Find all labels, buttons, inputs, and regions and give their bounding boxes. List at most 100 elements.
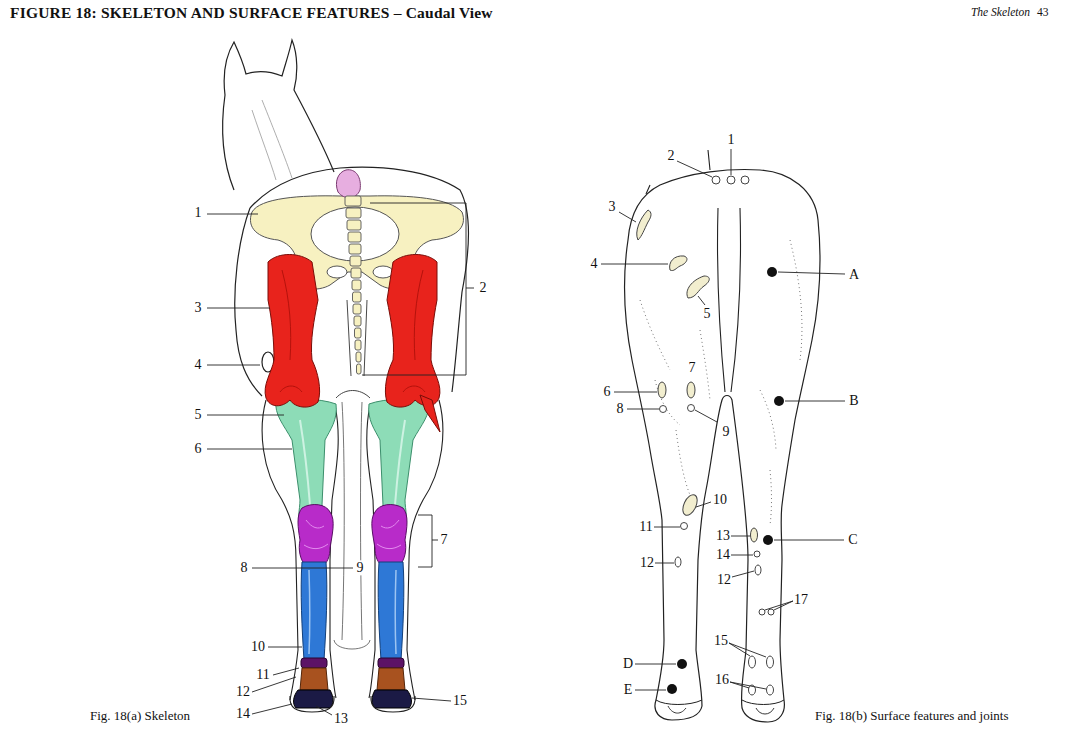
drawing-part [640,300,670,370]
callout-number: 12 [716,572,732,587]
left-hind-leg [262,255,338,713]
drawing-part [316,706,332,715]
page-number: 43 [1037,6,1049,19]
drawing-part [717,208,740,392]
drawing-part [207,415,284,416]
callout-letter: C [847,532,858,547]
drawing-part [760,390,776,450]
callout-number: 14 [235,706,251,721]
drawing-part [353,304,361,314]
drawing-part [687,382,695,398]
callout-number: 16 [714,672,730,687]
callout-number: 5 [703,306,712,321]
drawing-part [790,240,802,360]
callout-number: 9 [722,424,731,439]
drawing-part [356,352,361,362]
right-hind-leg [367,255,443,713]
drawing-part [336,170,360,198]
callout-number: 9 [356,560,365,575]
drawing-part [355,328,362,338]
drawing-part [712,176,720,184]
figure-title: FIGURE 18: SKELETON AND SURFACE FEATURES… [10,4,493,21]
drawing-part [207,365,260,366]
drawing-part [357,364,362,374]
tail-vertebrae [345,196,367,376]
callout-number: 1 [194,205,203,220]
callout-number: 6 [194,441,203,456]
drawing-part [675,557,681,567]
drawing-part [619,212,636,222]
callout-number: 13 [333,711,349,726]
drawing-part [345,196,361,206]
drawing-part [676,430,690,495]
callout-number: 14 [715,547,731,562]
callout-number: 3 [194,300,203,315]
callout-number: 17 [793,592,809,607]
callout-number: 6 [603,384,612,399]
drawing-part [627,409,659,410]
drawing-part [677,659,687,669]
running-head: The Skeleton [971,6,1030,19]
drawing-part [635,690,666,691]
drawing-part [347,220,361,230]
drawing-part [654,527,680,528]
callout-number: 8 [240,560,249,575]
callout-number: 11 [638,519,653,534]
drawing-part [362,203,474,375]
callout-number: 5 [194,407,203,422]
drawing-part [687,276,709,298]
drawing-part [625,170,820,722]
drawing-part [207,449,292,450]
drawing-part [336,391,370,399]
drawing-part [252,100,292,180]
callout-number: 8 [616,401,625,416]
callout-number: 10 [712,492,728,507]
drawing-part [696,502,711,507]
figure-caption: Fig. 18(a) Skeleton [90,709,190,723]
callout-letter: A [848,267,860,282]
drawing-part [763,535,773,545]
drawing-part [688,405,695,412]
drawing-part [774,396,784,406]
leader-lines-a [207,203,474,715]
callout-number: 13 [715,528,731,543]
rump-outline [625,150,820,722]
drawing-part [660,406,667,413]
drawing-part [667,684,677,694]
drawing-part [731,536,750,537]
drawing-part [698,296,705,305]
drawing-part [668,706,774,714]
drawing-part [334,640,370,649]
drawing-part [352,280,361,290]
drawing-part [658,382,666,398]
drawing-part [700,330,710,400]
drawing-part [355,340,361,350]
callout-number: 3 [608,199,617,214]
drawing-part [656,700,784,705]
drawing-part [235,208,262,396]
figure-caption: Fig. 18(b) Surface features and joints [815,709,1009,723]
drawing-part [680,492,700,517]
callout-number: 4 [194,357,203,372]
callout-number: 1 [727,132,736,147]
drawing-part [601,264,668,265]
drawing-part [252,568,353,569]
callout-number: 15 [713,633,729,648]
drawing-part [207,308,270,309]
drawing-part [311,207,399,261]
callout-number: 15 [452,693,468,708]
drawing-part [765,601,793,610]
callout-letter: B [848,393,859,408]
drawing-part [727,176,735,184]
drawing-part [731,149,732,175]
callout-number: 11 [255,667,270,682]
drawing-part [637,210,651,240]
callout-letter: D [622,656,634,671]
callout-number: 12 [235,684,251,699]
drawing-part [349,244,361,254]
drawing-part [655,380,680,425]
callout-number: 2 [667,148,676,163]
drawing-part [754,551,760,557]
drawing-part [354,316,361,326]
